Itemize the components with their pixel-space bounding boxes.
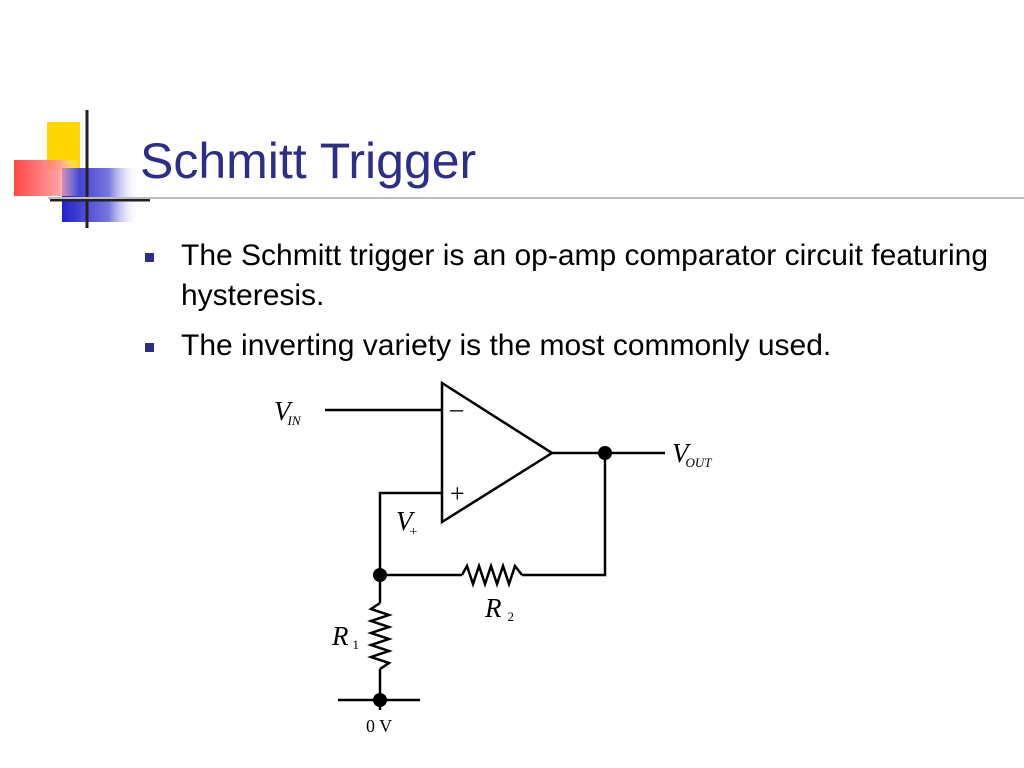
feedback-node [373, 568, 387, 582]
slide-title: Schmitt Trigger [140, 133, 477, 189]
noninverting-wire [378, 491, 442, 575]
ground-node [373, 693, 387, 707]
title-underline [48, 197, 1024, 199]
plus-input-label: + [450, 479, 465, 508]
r2-resistor [460, 562, 523, 588]
vout-label: VOUT [672, 438, 712, 470]
corner-decoration [14, 110, 150, 228]
square-bullet-icon [145, 253, 154, 262]
bullet-text: The Schmitt trigger is an op-amp compara… [181, 239, 988, 312]
bullet-list: The Schmitt trigger is an op-amp compara… [145, 236, 1005, 376]
r1-resistor [367, 601, 393, 671]
bullet-item: The inverting variety is the most common… [145, 326, 1005, 366]
bullet-item: The Schmitt trigger is an op-amp compara… [145, 236, 1005, 316]
bullet-text: The inverting variety is the most common… [181, 329, 832, 362]
output-node [598, 446, 612, 460]
deco-red-square [14, 160, 80, 196]
vin-label: VIN [274, 396, 302, 428]
square-bullet-icon [145, 343, 154, 352]
minus-input-label: – [449, 394, 464, 423]
vplus-label: V+ [396, 506, 418, 540]
feedback-wire-right [522, 453, 607, 577]
ground-label: 0 V [366, 716, 392, 736]
op-amp-triangle [440, 380, 555, 525]
